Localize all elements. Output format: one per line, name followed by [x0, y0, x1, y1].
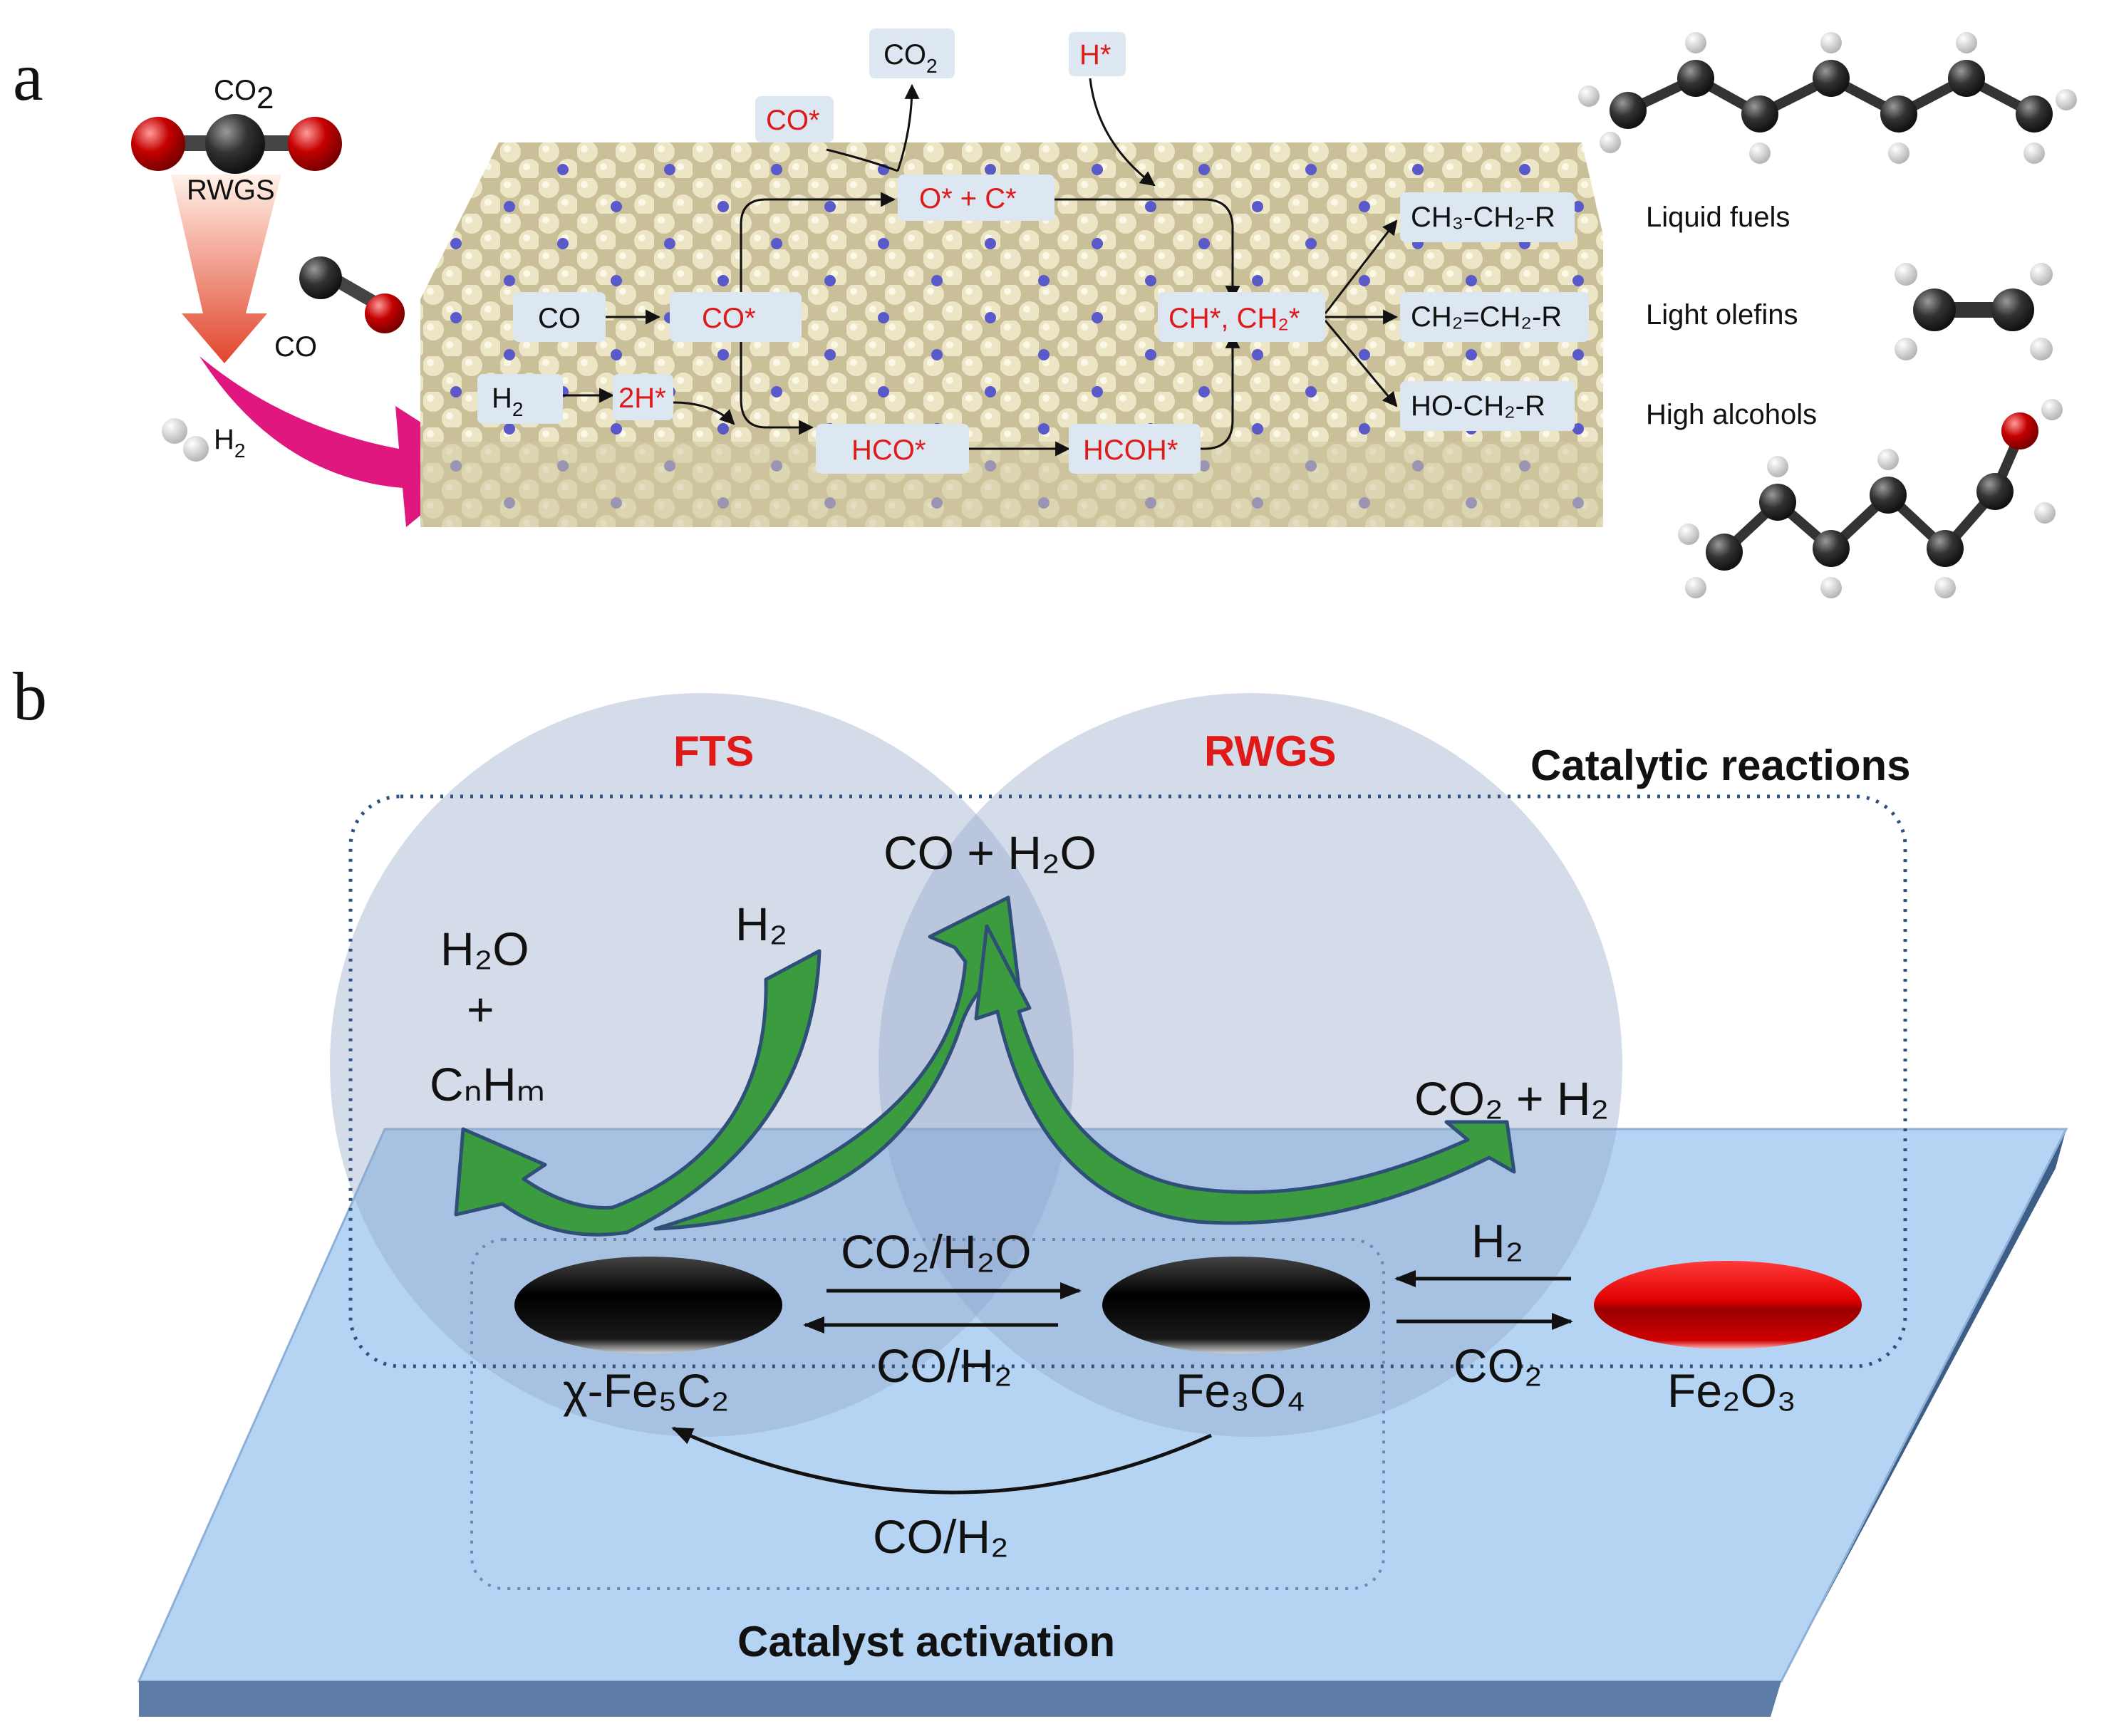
co2-label-sub: 2 [256, 80, 274, 115]
co-star-top-label: CO* [766, 105, 820, 136]
high-alcohol-molecule-icon [1678, 399, 2063, 598]
rwgs-circle [879, 693, 1622, 1437]
co-box-label: CO [538, 303, 581, 334]
phase-transformation-arrows [671, 1270, 1573, 1495]
rwgs-label-b: RWGS [1204, 727, 1337, 775]
panel-b: b FTS RW [13, 658, 2068, 1717]
h2-box-label: H [492, 383, 512, 414]
co-label: CO [274, 331, 317, 363]
co2-h2-label: CO₂ + H₂ [1414, 1072, 1609, 1125]
rwgs-label: RWGS [187, 175, 275, 206]
h2-right-arrow-label: H₂ [1471, 1215, 1523, 1267]
catalyst-activation-region [470, 1238, 1385, 1590]
surface-boxes [477, 28, 1589, 474]
co2-h2o-arrow-label: CO₂/H₂O [841, 1225, 1032, 1278]
co-h2o-label: CO + H₂O [883, 826, 1097, 879]
h2-label: H [214, 424, 234, 455]
fe3o4-label: Fe₃O₄ [1176, 1364, 1305, 1417]
fe5c2-particle [514, 1257, 782, 1353]
fts-circle [330, 693, 1074, 1437]
high-alcohols-label: High alcohols [1646, 399, 1817, 430]
svg-text:CO2: CO2 [883, 39, 938, 77]
panel-a-label: a [13, 38, 43, 115]
h2-molecule-icon [162, 418, 209, 462]
liquid-fuels-label: Liquid fuels [1646, 202, 1790, 233]
reaction-flow-lines [563, 78, 1399, 457]
svg-text:H2: H2 [214, 424, 245, 462]
fe3o4-particle [1102, 1257, 1370, 1353]
hcoh-star-label: HCOH* [1083, 435, 1178, 466]
panel-b-label: b [13, 658, 47, 734]
h2-box-label-sub: 2 [512, 398, 524, 420]
rwgs-arrow-in [974, 924, 1516, 1225]
rwgs-arrow [171, 175, 281, 363]
two-h-star-label: 2H* [618, 383, 666, 414]
green-reaction-arrows [454, 895, 1516, 1237]
product-3-label: HO-CH₂-R [1411, 390, 1545, 422]
fe5c2-label: χ-Fe₅C₂ [563, 1364, 730, 1417]
h2o-label: H₂O [440, 922, 529, 975]
product-2-label: CH₂=CH₂-R [1411, 301, 1562, 333]
cnhm-label: CₙHₘ [430, 1058, 546, 1111]
rwgs-arrow-to-fts [653, 895, 1021, 1231]
o-c-star-label: O* + C* [919, 183, 1017, 214]
h2-label-sub: 2 [234, 440, 246, 462]
svg-text:H2: H2 [492, 383, 523, 420]
h2-feed-label: H₂ [735, 898, 787, 950]
hco-star-label: HCO* [851, 435, 926, 466]
co-h2-mid-arrow-label: CO/H₂ [876, 1339, 1012, 1392]
svg-text:CO2: CO2 [214, 75, 274, 115]
catalyst-surface [420, 142, 1603, 527]
ch-ch2-star-label: CH*, CH₂* [1168, 303, 1300, 334]
catalytic-reactions-label: Catalytic reactions [1530, 742, 1911, 789]
fts-arrow-in [454, 949, 822, 1237]
light-olefins-label: Light olefins [1646, 299, 1798, 331]
co-molecule-icon [299, 256, 405, 333]
catalytic-reactions-region [348, 794, 1907, 1368]
catalyst-activation-label: Catalyst activation [737, 1618, 1115, 1665]
light-olefin-molecule-icon [1895, 263, 2053, 360]
h-star-top-label: H* [1079, 39, 1111, 71]
liquid-fuel-molecule-icon [1578, 32, 2077, 164]
co-h2-bottom-arrow-label: CO/H₂ [873, 1510, 1009, 1563]
co-star-label: CO* [702, 303, 756, 334]
panel-a: a CO2 RWGS CO H2 [13, 28, 2077, 598]
fts-label: FTS [673, 727, 754, 775]
product-1-label: CH₃-CH₂-R [1411, 202, 1555, 233]
co2-molecule-icon [131, 114, 342, 174]
co2-out-label: CO [883, 39, 926, 71]
co2-out-label-sub: 2 [926, 55, 938, 77]
plus-label: + [467, 983, 494, 1036]
co2-label: CO [214, 75, 256, 106]
co2-right-arrow-label: CO₂ [1453, 1339, 1543, 1392]
feed-arrow [199, 356, 484, 527]
fe2o3-particle [1594, 1261, 1862, 1349]
fe2o3-label: Fe₂O₃ [1667, 1364, 1796, 1417]
